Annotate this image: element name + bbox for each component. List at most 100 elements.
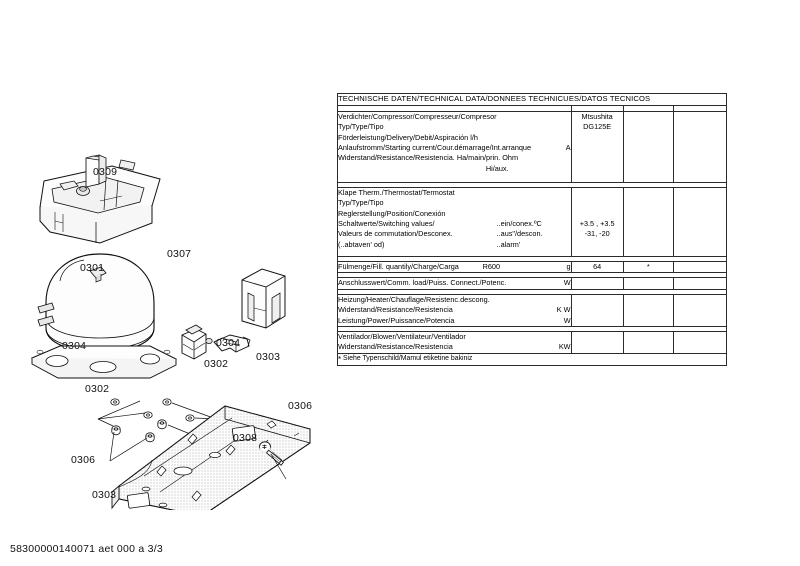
thermostat-line-2: Typ/Type/Tipo — [338, 198, 384, 208]
fill-quantity-value-1: 64 — [570, 261, 624, 274]
connected-load-row: Anschlusswert/Comm. load/Puiss. Connect.… — [338, 278, 571, 288]
parts-illustration — [30, 154, 311, 510]
heater-line-1-row: Heizung/Heater/Chauflage/Resistenc.desco… — [338, 295, 571, 305]
table-title-row: TECHNISCHE DATEN/TECHNICAL DATA/DONNEES … — [337, 93, 727, 106]
compressor-description: Verdichter/Compressor/Compresseur/Compre… — [337, 110, 572, 183]
thermostat-value-2 — [622, 186, 674, 258]
fill-quantity-row: Fülmenge/Fill. quantily/Charge/Carga R60… — [338, 262, 571, 272]
heater-line-3: Leistung/Power/Puissance/Potencia — [338, 315, 455, 325]
table-row-heater: Heizung/Heater/Chauflage/Resistenc.desco… — [337, 293, 728, 327]
footnote-marker: * — [338, 354, 342, 364]
thermostat-mid-2 — [497, 198, 571, 208]
thermostat-mid-1 — [497, 188, 571, 198]
part-label-0308: 0308 — [233, 432, 258, 444]
blower-value-3 — [672, 330, 728, 354]
connected-load-value-2 — [622, 277, 674, 290]
thermostat-line-5-row: Valeurs de commutation/Desconex. ..aus"/… — [338, 229, 571, 239]
connected-load-unit: W — [563, 278, 571, 288]
connected-load-value-3 — [672, 277, 728, 290]
part-0308-base-rail — [111, 405, 311, 510]
fill-quantity-value-3 — [672, 261, 728, 274]
part-0301-compressor — [30, 253, 178, 379]
part-label-0302-right: 0302 — [204, 358, 229, 370]
heater-line-2: Widerstand/Resistance/Resistencia — [338, 305, 453, 315]
footnote-text: Siehe Typenschild/Mamul etiketine bakini… — [343, 354, 473, 362]
blower-line-1-row: Ventilador/Blower/Ventilateur/Ventilador — [338, 332, 571, 342]
fill-quantity-label: Fülmenge/Fill. quantily/Charge/Carga — [338, 262, 459, 272]
thermostat-line-6: (..abtaven' od) — [338, 239, 385, 249]
table-title: TECHNISCHE DATEN/TECHNICAL DATA/DONNEES … — [337, 93, 727, 106]
thermostat-line-1: Klape Therm./Thermostat/Termostat — [338, 187, 455, 197]
blower-line-1: Ventilador/Blower/Ventilateur/Ventilador — [338, 331, 466, 341]
fill-quantity-description: Fülmenge/Fill. quantily/Charge/Carga R60… — [337, 261, 572, 274]
thermostat-mid-4: ..ein/conex.ºC — [496, 219, 542, 229]
compressor-line-6: Hi/aux. — [485, 163, 509, 173]
part-0309-drip-tray — [39, 154, 161, 244]
fasteners-left-group — [97, 398, 155, 462]
thermostat-mid-3 — [497, 209, 571, 219]
heater-description: Heizung/Heater/Chauflage/Resistenc.desco… — [337, 293, 572, 327]
exploded-parts-diagram: 0309 0307 0301 0304 0304 0302 0302 0303 … — [0, 80, 330, 510]
blower-line-2: Widerstand/Resistance/Resistencia — [338, 342, 453, 352]
compressor-line-4: Anlaufstromm/Starting current/Cour.démar… — [338, 142, 532, 152]
part-label-0309: 0309 — [93, 166, 118, 178]
part-label-0304-right: 0304 — [216, 337, 241, 349]
thermostat-mid-6: ..alarm' — [496, 239, 521, 249]
heater-unit-3: W — [563, 315, 571, 325]
heater-value-2 — [622, 293, 674, 327]
thermostat-line-3: Reglerstellung/Position/Conexión — [338, 208, 446, 218]
thermostat-switch-off: -31, -20 — [584, 229, 610, 239]
technical-data-table-wrapper: TECHNISCHE DATEN/TECHNICAL DATA/DONNEES … — [337, 93, 728, 366]
compressor-line-4-unit: A — [565, 142, 571, 152]
heater-value-1 — [570, 293, 624, 327]
thermostat-line-4-row: Schaltwerte/Switching values/ ..ein/cone… — [338, 219, 571, 229]
compressor-line-5: Widerstand/Resistance/Resistencia. Ha/ma… — [338, 153, 519, 163]
thermostat-description: Klape Therm./Thermostat/Termostat Typ/Ty… — [337, 186, 572, 258]
table-row-blower: Ventilador/Blower/Ventilateur/Ventilador… — [337, 330, 728, 354]
part-terminal-clip — [213, 334, 251, 353]
compressor-value-1: Mtsushita DG125E — [570, 110, 624, 183]
table-row-fill-quantity: Fülmenge/Fill. quantily/Charge/Carga R60… — [337, 261, 728, 274]
compressor-value-3 — [672, 110, 728, 183]
part-label-0303-upper: 0303 — [256, 351, 281, 363]
technical-data-table: TECHNISCHE DATEN/TECHNICAL DATA/DONNEES … — [337, 93, 728, 366]
document-footer-code: 58300000140071 aet 000 a 3/3 — [10, 543, 163, 555]
blower-line-2-row: Widerstand/Resistance/Resistencia KW — [338, 342, 571, 352]
thermostat-line-2-row: Typ/Type/Tipo — [338, 198, 571, 208]
thermostat-value-3 — [672, 186, 728, 258]
part-terminal-cover — [241, 268, 286, 329]
table-row-thermostat: Klape Therm./Thermostat/Termostat Typ/Ty… — [337, 186, 728, 258]
heater-value-3 — [672, 293, 728, 327]
table-row-connected-load: Anschlusswert/Comm. load/Puiss. Connect.… — [337, 277, 728, 290]
blower-value-1 — [570, 330, 624, 354]
thermostat-line-4: Schaltwerte/Switching values/ — [338, 219, 435, 229]
thermostat-switch-on: +3.5 , +3.5 — [579, 218, 615, 228]
heater-unit-2: K W — [556, 305, 571, 315]
part-label-0303-lower: 0303 — [92, 489, 117, 501]
fill-quantity-value-2: * — [622, 261, 674, 274]
blower-unit-1 — [557, 332, 571, 342]
heater-unit-1 — [557, 295, 571, 305]
compressor-model: DG125E — [583, 122, 612, 132]
table-row-compressor: Verdichter/Compressor/Compresseur/Compre… — [337, 110, 728, 183]
thermostat-mid-5: ..aus"/descon. — [496, 229, 543, 239]
part-0307-relay — [181, 324, 213, 360]
footnote-cell: * Siehe Typenschild/Mamul etiketine baki… — [337, 352, 727, 366]
connected-load-value-1 — [570, 277, 624, 290]
part-label-0301: 0301 — [80, 262, 105, 274]
thermostat-value-1: +3.5 , +3.5 -31, -20 — [570, 186, 624, 258]
table-row-footnote: * Siehe Typenschild/Mamul etiketine baki… — [337, 352, 727, 366]
compressor-value-2 — [622, 110, 674, 183]
part-label-0306-right: 0306 — [288, 400, 313, 412]
thermostat-line-5: Valeurs de commutation/Desconex. — [338, 229, 453, 239]
connected-load-label: Anschlusswert/Comm. load/Puiss. Connect.… — [338, 278, 507, 288]
blower-value-2 — [622, 330, 674, 354]
part-label-0302-left: 0302 — [85, 383, 110, 395]
compressor-line-4-row: Anlaufstromm/Starting current/Cour.démar… — [338, 143, 571, 153]
heater-line-1: Heizung/Heater/Chauflage/Resistenc.desco… — [338, 294, 490, 304]
compressor-line-2: Typ/Type/Tipo — [338, 122, 384, 132]
part-label-0304-left: 0304 — [62, 340, 87, 352]
compressor-line-1: Verdichter/Compressor/Compresseur/Compre… — [338, 111, 497, 121]
table-gap-5 — [337, 325, 727, 332]
